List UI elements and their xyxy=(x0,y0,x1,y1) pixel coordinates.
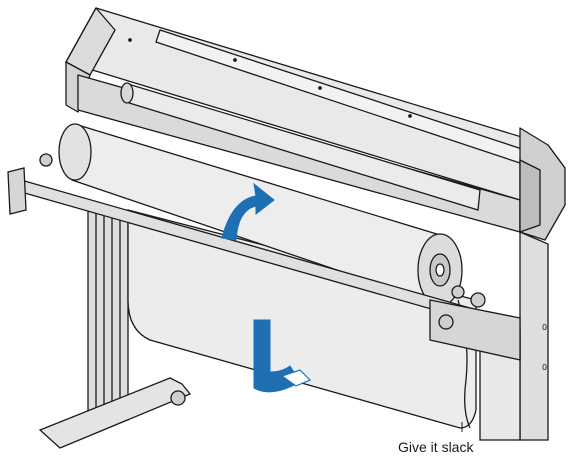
rear-roll xyxy=(120,82,481,211)
svg-text:0: 0 xyxy=(542,323,547,332)
roll-holder-bar xyxy=(7,153,521,361)
svg-text:0: 0 xyxy=(542,363,547,372)
roll-rotation-arrow xyxy=(221,182,275,241)
stand-frame: 0 0 xyxy=(38,204,549,449)
pull-down-arrow xyxy=(253,319,312,393)
media-roll xyxy=(58,123,463,307)
callout-label: Give it slack xyxy=(398,439,474,455)
